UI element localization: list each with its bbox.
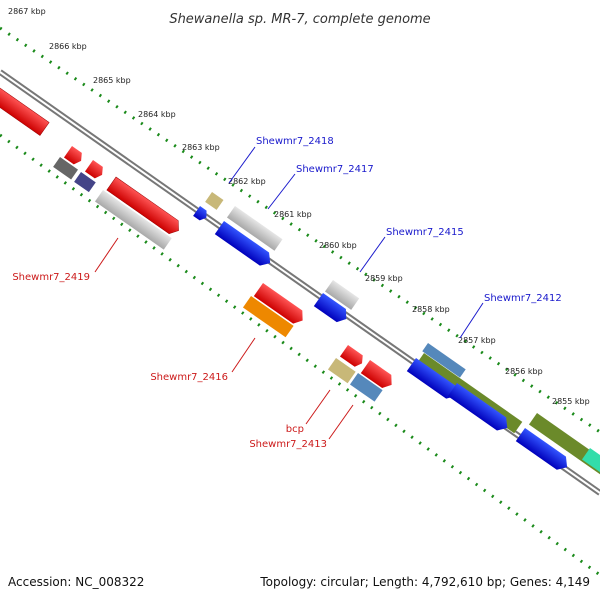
scale-label: 2863 kbp xyxy=(182,143,220,152)
gene-block[interactable] xyxy=(253,283,307,327)
gene-label-shewmr7-2413[interactable]: Shewmr7_2413 xyxy=(249,439,327,450)
scale-label: 2861 kbp xyxy=(274,210,312,219)
gene-block[interactable] xyxy=(94,190,172,250)
gene-block[interactable] xyxy=(242,296,294,338)
gene-block[interactable] xyxy=(106,176,183,237)
gene-block[interactable] xyxy=(360,360,396,391)
scale-line-lower xyxy=(0,133,600,577)
gene-block[interactable] xyxy=(193,206,210,223)
scale-label: 2858 kbp xyxy=(412,305,450,314)
gene-label-shewmr7-2419[interactable]: Shewmr7_2419 xyxy=(12,272,90,283)
scale-label: 2862 kbp xyxy=(228,177,266,186)
scale-label: 2857 kbp xyxy=(458,336,496,345)
topology-text: Topology: circular; Length: 4,792,610 bp… xyxy=(259,575,590,589)
scale-label: 2867 kbp xyxy=(8,7,46,16)
gene-block[interactable] xyxy=(349,373,383,402)
scale-label: 2859 kbp xyxy=(365,274,403,283)
gene-label-shewmr7-2412[interactable]: Shewmr7_2412 xyxy=(484,293,562,304)
gene-block[interactable] xyxy=(53,157,79,180)
gene-block[interactable] xyxy=(74,172,96,193)
scale-labels: 2867 kbp 2866 kbp 2865 kbp 2864 kbp 2863… xyxy=(8,7,590,406)
gene-block[interactable] xyxy=(214,221,275,270)
gene-features xyxy=(0,87,600,477)
scale-label: 2866 kbp xyxy=(49,42,87,51)
scale-label: 2855 kbp xyxy=(552,397,590,406)
gene-label-shewmr7-2416[interactable]: Shewmr7_2416 xyxy=(150,372,228,383)
scale-track xyxy=(0,26,600,577)
gene-label-shewmr7-2417[interactable]: Shewmr7_2417 xyxy=(296,164,374,175)
gene-block[interactable] xyxy=(313,293,351,326)
map-title: Shewanella sp. MR-7, complete genome xyxy=(169,12,430,27)
gene-label-bcp[interactable]: bcp xyxy=(286,424,304,435)
gene-block[interactable] xyxy=(447,383,512,435)
gene-labels: Shewmr7_2418 Shewmr7_2417 Shewmr7_2415 S… xyxy=(12,136,561,450)
gene-block[interactable] xyxy=(63,146,85,167)
scale-label: 2864 kbp xyxy=(138,110,176,119)
gene-block[interactable] xyxy=(406,358,461,403)
scale-label: 2856 kbp xyxy=(505,367,543,376)
accession-text: Accession: NC_008322 xyxy=(8,575,144,589)
scale-line-upper xyxy=(0,26,600,434)
gene-label-shewmr7-2418[interactable]: Shewmr7_2418 xyxy=(256,136,334,147)
gene-label-shewmr7-2415[interactable]: Shewmr7_2415 xyxy=(386,227,464,238)
gene-block[interactable] xyxy=(327,358,356,384)
gene-block[interactable] xyxy=(324,280,360,310)
scale-label: 2860 kbp xyxy=(319,241,357,250)
gene-block[interactable] xyxy=(226,206,283,251)
gene-block[interactable] xyxy=(581,448,600,477)
gene-block[interactable] xyxy=(339,345,366,369)
gene-block[interactable] xyxy=(0,87,50,136)
label-leaders xyxy=(94,146,484,440)
gene-block[interactable] xyxy=(422,343,466,378)
gene-block[interactable] xyxy=(84,160,106,181)
gene-block[interactable] xyxy=(515,428,572,474)
gene-block[interactable] xyxy=(205,192,224,210)
scale-label: 2865 kbp xyxy=(93,76,131,85)
